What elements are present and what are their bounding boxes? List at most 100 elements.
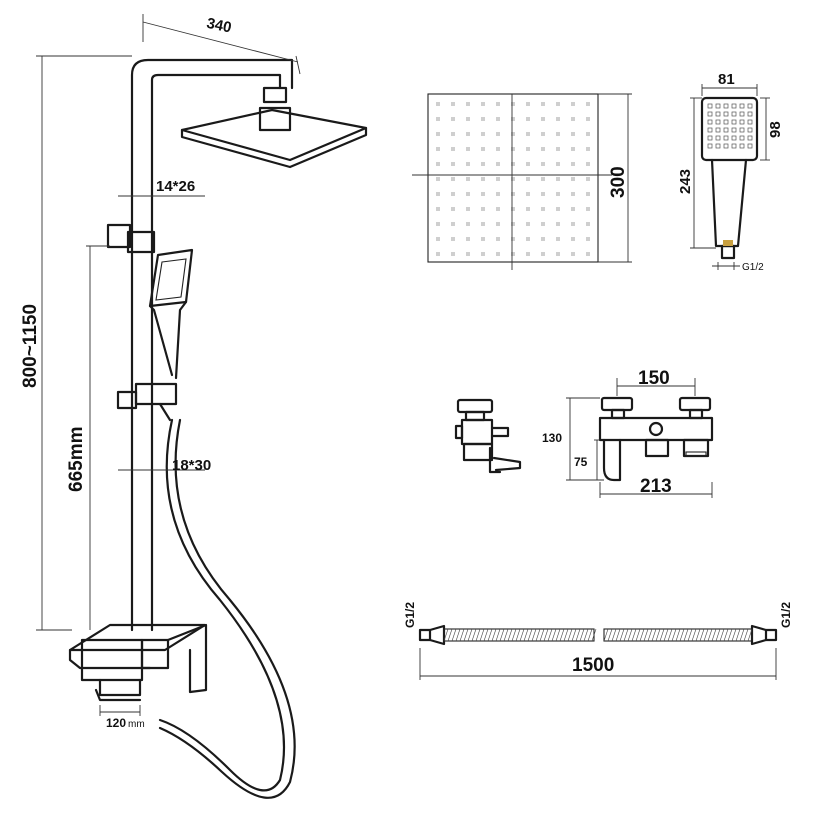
nozzle-dot: [556, 102, 560, 106]
nozzle-dot: [571, 162, 575, 166]
braid-line: [627, 628, 633, 642]
braid-line: [747, 628, 753, 642]
braid-line: [703, 628, 709, 642]
nozzle-dot: [511, 162, 515, 166]
hand-nozzle: [731, 143, 737, 149]
label-spout: 120: [106, 716, 126, 730]
nozzle-dot: [526, 132, 530, 136]
braid-line: [443, 628, 449, 642]
nozzle-dot: [586, 192, 590, 196]
braid-line: [671, 628, 677, 642]
hand-nozzle: [731, 119, 737, 125]
nozzle-dot: [586, 222, 590, 226]
hand-nozzle: [723, 143, 729, 149]
label-height-range: 800~1150: [20, 304, 41, 388]
hand-nozzle: [747, 111, 753, 117]
hose-braid: [443, 628, 753, 642]
nozzle-dot: [526, 117, 530, 121]
nozzle-dot: [526, 252, 530, 256]
nozzle-dot: [571, 147, 575, 151]
nozzle-dot: [586, 252, 590, 256]
nozzle-dot: [451, 192, 455, 196]
nozzle-dot: [481, 102, 485, 106]
braid-line: [607, 628, 613, 642]
nozzle-dot: [511, 177, 515, 181]
nozzle-dot: [436, 237, 440, 241]
hand-nozzle: [739, 111, 745, 117]
nozzle-dot: [436, 252, 440, 256]
braid-line: [699, 628, 705, 642]
nozzle-dot: [556, 252, 560, 256]
hand-nozzle: [715, 135, 721, 141]
nozzle-dot: [466, 192, 470, 196]
label-pipe-lower: 18*30: [172, 457, 211, 474]
braid-line: [735, 628, 741, 642]
nozzle-dot: [481, 192, 485, 196]
hand-nozzle: [715, 143, 721, 149]
nozzle-dot: [466, 162, 470, 166]
nozzle-dot: [541, 252, 545, 256]
nozzle-dot: [466, 207, 470, 211]
nozzle-dot: [556, 237, 560, 241]
braid-line: [575, 628, 581, 642]
hand-nozzle: [739, 119, 745, 125]
braid-line: [611, 628, 617, 642]
nozzle-dot: [481, 132, 485, 136]
braid-line: [719, 628, 725, 642]
nozzle-dot: [556, 147, 560, 151]
braid-line: [511, 628, 517, 642]
nozzle-grid: [436, 102, 590, 256]
hand-nozzle: [747, 143, 753, 149]
head-square: [427, 93, 599, 263]
nozzle-dot: [481, 252, 485, 256]
label-head-size: 300: [608, 166, 629, 198]
braid-line: [559, 628, 565, 642]
nozzle-dot: [451, 237, 455, 241]
nozzle-dot: [511, 222, 515, 226]
braid-line: [527, 628, 533, 642]
braid-line: [687, 628, 693, 642]
braid-line: [543, 628, 549, 642]
braid-line: [623, 628, 629, 642]
nozzle-dot: [466, 147, 470, 151]
nozzle-dot: [436, 132, 440, 136]
braid-line: [479, 628, 485, 642]
nozzle-dot: [496, 222, 500, 226]
nozzle-dot: [466, 252, 470, 256]
label-arm-length: 340: [205, 15, 233, 37]
braid-line: [579, 628, 585, 642]
braid-line: [475, 628, 481, 642]
braid-line: [711, 628, 717, 642]
nozzle-dot: [541, 177, 545, 181]
nozzle-dot: [451, 147, 455, 151]
nozzle-dot: [586, 132, 590, 136]
label-mixer-height: 130: [542, 431, 562, 445]
nozzle-dot: [496, 252, 500, 256]
label-hose-thread-left: G1/2: [403, 602, 417, 628]
nozzle-dot: [556, 177, 560, 181]
mixer-front-view: 150 130 75 213: [542, 368, 714, 498]
nozzle-dot: [511, 132, 515, 136]
braid-line: [731, 628, 737, 642]
hand-nozzle: [707, 119, 713, 125]
nozzle-dot: [586, 177, 590, 181]
hand-nozzle: [747, 103, 753, 109]
nozzle-dot: [571, 237, 575, 241]
nozzle-dot: [436, 222, 440, 226]
nozzle-dot: [586, 237, 590, 241]
nozzle-dot: [511, 237, 515, 241]
braid-line: [567, 628, 573, 642]
braid-line: [663, 628, 669, 642]
label-hand-head: 98: [767, 121, 784, 138]
braid-line: [519, 628, 525, 642]
hand-nozzle: [715, 119, 721, 125]
braid-line: [691, 628, 697, 642]
braid-line: [695, 628, 701, 642]
nozzle-dot: [466, 177, 470, 181]
nozzle-dot: [496, 237, 500, 241]
hand-nozzle: [731, 103, 737, 109]
nozzle-dot: [466, 102, 470, 106]
hand-nozzle: [739, 127, 745, 133]
nozzle-dot: [436, 177, 440, 181]
nozzle-dot: [466, 132, 470, 136]
